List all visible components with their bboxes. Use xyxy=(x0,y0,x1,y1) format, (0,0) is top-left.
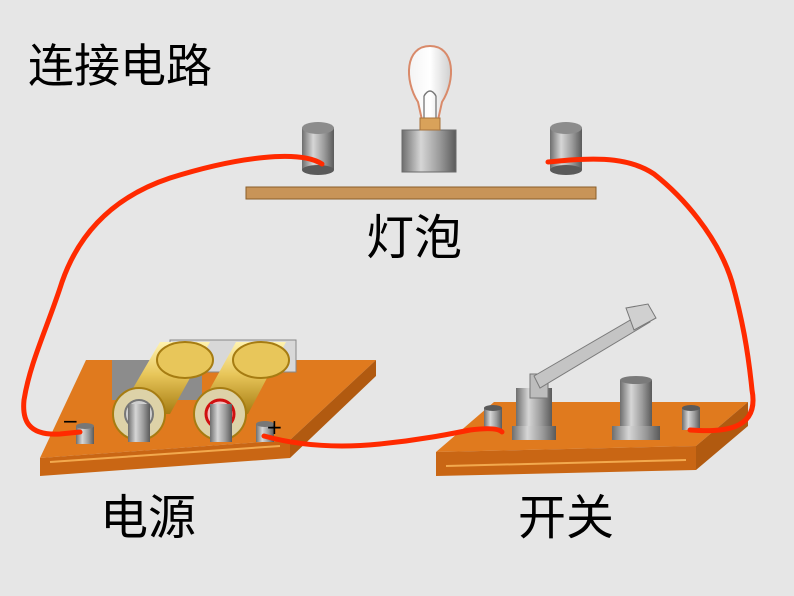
bulb-right-terminal xyxy=(550,122,582,175)
circuit-wires xyxy=(21,153,756,449)
battery-box-icon: − + xyxy=(40,339,376,476)
wire-bulb-to-battery xyxy=(21,153,325,437)
power-source-label: 电源 xyxy=(100,490,197,546)
switch-blade xyxy=(533,303,657,389)
battery-cell-left xyxy=(112,341,214,442)
battery-cell-right xyxy=(193,341,290,442)
knife-switch-icon xyxy=(436,303,748,476)
bulb-shelf xyxy=(245,186,597,200)
positive-terminal-sign: + xyxy=(266,415,283,439)
switch-hinge xyxy=(512,373,556,440)
wire-battery-to-switch xyxy=(261,426,505,449)
switch-board-side xyxy=(696,402,748,470)
bulb-left-terminal xyxy=(302,122,334,175)
wire-switch-to-bulb xyxy=(545,156,756,434)
light-bulb-icon xyxy=(401,44,457,173)
page-title: 连接电路 xyxy=(28,39,212,93)
switch-board-front xyxy=(436,446,696,476)
bulb-label: 灯泡 xyxy=(366,210,463,266)
switch-right-post xyxy=(682,405,700,430)
switch-label: 开关 xyxy=(518,490,615,546)
negative-terminal-sign: − xyxy=(62,409,79,433)
switch-left-post xyxy=(484,405,502,430)
bulb-assembly xyxy=(245,44,597,200)
switch-contact xyxy=(612,376,660,440)
battery-board-side xyxy=(290,360,376,458)
